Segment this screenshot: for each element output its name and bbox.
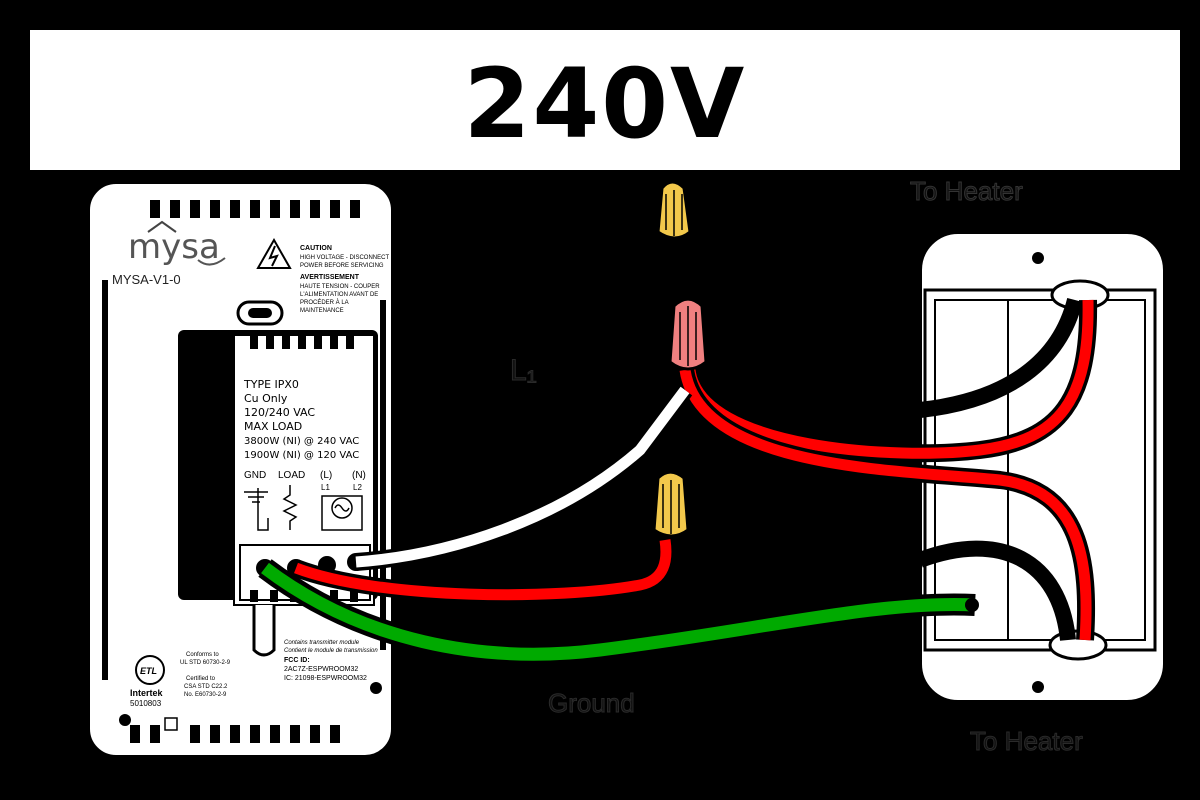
wire-black-heater-bottom <box>917 540 1076 641</box>
avertissement-line-2: L'ALIMENTATION AVANT DE <box>300 292 378 298</box>
wire-red-heater-top-core <box>684 299 1094 459</box>
wire-white-neutral-outline <box>355 384 693 571</box>
fcc-line-5: IC: 21098-ESPWROOM32 <box>284 675 367 682</box>
certified-line-2: CSA STD C22.2 <box>184 684 228 690</box>
avertissement-line-4: MAINTENANCE <box>300 308 344 314</box>
screw-hole-left <box>119 714 131 726</box>
to-heater-top-label: To Heater <box>910 176 1023 206</box>
ground-label: Ground <box>548 688 635 718</box>
top-vent-tabs <box>150 200 360 218</box>
reset-button[interactable] <box>164 717 178 731</box>
certified-line-3: No. E60730-2-9 <box>184 692 227 698</box>
ground-symbol-icon <box>244 488 269 531</box>
screw-hole-right <box>370 682 382 694</box>
certified-line-1: Certified to <box>186 676 216 682</box>
wire-nut-yellow-top-icon <box>656 180 692 240</box>
spec-line-1: TYPE IPX0 <box>243 378 299 391</box>
wire-line-l2 <box>672 182 776 339</box>
to-heater-bottom-label: To Heater <box>970 726 1083 756</box>
caution-line-2: POWER BEFORE SERVICING <box>300 263 384 269</box>
caution-title: CAUTION <box>300 245 332 252</box>
avertissement-line-3: PROCÉDER À LA <box>300 299 349 306</box>
high-voltage-warning-icon <box>256 237 292 269</box>
terminal-sub-l1: L1 <box>321 483 330 492</box>
mysa-logo: mysa <box>128 227 220 267</box>
recess-top-teeth <box>250 335 354 349</box>
wire-line-l1 <box>512 172 655 428</box>
load-resistor-icon <box>282 485 298 530</box>
fcc-line-2: Contient le module de transmission <box>284 648 378 654</box>
spec-line-5: 3800W (NI) @ 240 VAC <box>244 436 359 447</box>
intertek-number: 5010803 <box>130 699 162 708</box>
fcc-line-3: FCC ID: <box>284 657 310 664</box>
heater-junction-box <box>918 230 1167 704</box>
ground-wire-end <box>965 598 979 612</box>
supply-wires <box>512 172 776 604</box>
voltage-title: 240V <box>463 48 747 160</box>
model-number: MYSA-V1-0 <box>112 272 181 287</box>
fcc-line-4: 2AC7Z-ESPWROOM32 <box>284 666 358 673</box>
avertissement-line-1: HAUTE TENSION - COUPER <box>300 284 380 290</box>
etl-mark-icon <box>135 655 165 685</box>
mysa-logo-roof-icon <box>147 220 177 233</box>
terminal-sub-l2: L2 <box>353 483 362 492</box>
conforms-line-2: UL STD 60730-2-9 <box>180 660 231 666</box>
spec-line-6: 1900W (NI) @ 120 VAC <box>244 450 359 461</box>
intertek-text: Intertek <box>130 688 164 698</box>
etl-mark-text: ETL <box>140 666 157 676</box>
wire-black-heater-top <box>919 297 1083 418</box>
wire-nut-red-icon <box>668 297 708 371</box>
conforms-line-1: Conforms to <box>186 652 219 658</box>
wire-green-ground <box>261 562 976 661</box>
terminal-label-gnd: GND <box>244 470 266 481</box>
terminal-label-load: LOAD <box>278 470 305 481</box>
l1-label: L₁ <box>510 354 537 387</box>
ac-source-icon <box>321 495 363 531</box>
fcc-line-1: Contains transmitter module <box>284 640 360 646</box>
bottom-vent-tabs <box>130 725 340 743</box>
mysa-thermostat: mysa MYSA-V1-0 CAUTION HIGH VOLTAGE - DI… <box>40 180 395 780</box>
wire-nut-yellow-bottom-icon <box>652 470 690 538</box>
spec-line-3: 120/240 VAC <box>244 406 315 419</box>
caution-line-1: HIGH VOLTAGE - DISCONNECT <box>300 255 389 261</box>
wire-red-heater-bottom-core <box>679 368 1092 641</box>
bottom-tab <box>252 605 276 657</box>
spec-line-4: MAX LOAD <box>244 420 302 433</box>
avertissement-title: AVERTISSEMENT <box>300 274 360 281</box>
wire-white-neutral <box>355 386 690 568</box>
terminal-label-l: (L) <box>320 470 332 481</box>
wire-red-load <box>294 539 672 601</box>
spec-line-2: Cu Only <box>244 392 288 405</box>
title-banner: 240V <box>30 30 1180 170</box>
terminal-label-n: (N) <box>352 470 366 481</box>
